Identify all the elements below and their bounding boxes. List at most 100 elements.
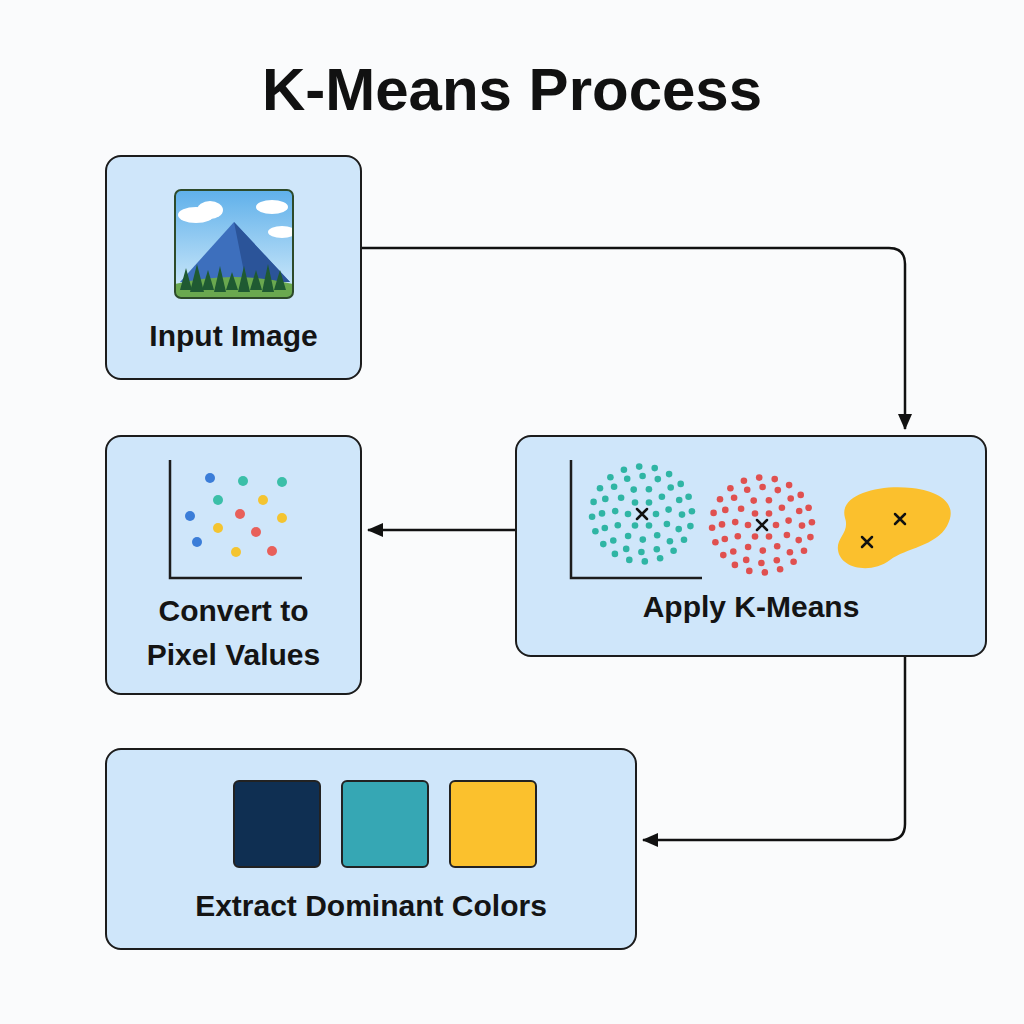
dot — [592, 528, 599, 535]
dot — [646, 486, 653, 493]
cluster — [709, 474, 815, 575]
dot — [670, 548, 677, 555]
dot — [192, 537, 202, 547]
centroids — [637, 509, 905, 547]
dot — [760, 547, 767, 554]
dot — [235, 509, 245, 519]
dot — [779, 504, 786, 511]
dot — [746, 568, 753, 575]
cloud — [178, 207, 214, 223]
dot — [612, 551, 619, 558]
dot — [730, 548, 737, 555]
dot — [615, 522, 622, 529]
flow-arrow — [643, 657, 905, 840]
dot — [667, 484, 674, 491]
dot — [213, 523, 223, 533]
dot — [205, 473, 215, 483]
dot — [666, 471, 673, 478]
dot — [258, 495, 268, 505]
process-box: Convert to Pixel Values — [105, 435, 362, 695]
dot — [786, 482, 793, 489]
dot — [766, 510, 773, 517]
dot — [809, 519, 816, 526]
dot — [602, 496, 609, 503]
dot — [632, 499, 639, 506]
dot — [796, 508, 803, 515]
dot — [589, 513, 596, 520]
image-frame — [175, 190, 293, 298]
dot — [720, 552, 727, 559]
dot — [727, 485, 734, 492]
dot — [654, 532, 661, 539]
dot — [277, 477, 287, 487]
dot — [640, 536, 647, 543]
dot — [632, 522, 639, 529]
dot — [766, 497, 773, 504]
dot — [675, 526, 682, 533]
dot — [599, 510, 606, 517]
dot — [664, 521, 671, 528]
dot — [625, 511, 632, 518]
dot — [756, 474, 763, 481]
dot — [624, 475, 631, 482]
dot — [774, 557, 781, 564]
dot — [665, 506, 672, 513]
dot — [639, 473, 646, 480]
dot — [238, 476, 248, 486]
cloud — [197, 201, 223, 219]
dot — [277, 513, 287, 523]
dot — [676, 497, 683, 504]
cluster — [589, 463, 695, 564]
dot — [685, 494, 692, 501]
dot — [618, 495, 625, 502]
box-label: Apply K-Means — [643, 585, 860, 629]
centroid-mark — [895, 514, 905, 524]
dot — [712, 539, 719, 546]
mountain-shade — [234, 222, 290, 282]
dot — [801, 547, 808, 554]
dot — [741, 477, 748, 484]
dot — [799, 522, 806, 529]
flow-arrow — [362, 248, 905, 429]
dot — [773, 522, 780, 529]
pixel-dots — [185, 473, 287, 557]
sky — [175, 190, 293, 298]
dot — [785, 517, 792, 524]
dot — [710, 510, 717, 517]
dot — [651, 465, 658, 472]
dot — [677, 481, 684, 488]
dot — [777, 566, 784, 573]
dot — [267, 546, 277, 556]
dot — [623, 546, 630, 553]
dot — [722, 507, 729, 514]
dot — [774, 543, 781, 550]
dot — [653, 511, 660, 518]
dot — [797, 492, 804, 499]
dot — [735, 533, 742, 540]
process-box: Extract Dominant Colors — [105, 748, 637, 950]
dot — [805, 505, 812, 512]
centroid-mark — [862, 537, 872, 547]
dot — [719, 521, 726, 528]
cloud — [256, 200, 288, 214]
dot — [766, 533, 773, 540]
dot — [738, 506, 745, 513]
dot — [745, 522, 752, 529]
dot — [732, 562, 739, 569]
dot — [612, 508, 619, 515]
dot — [775, 487, 782, 494]
dot — [795, 537, 802, 544]
color-swatch — [234, 781, 320, 867]
plot-axes — [571, 460, 702, 578]
dot — [752, 533, 759, 540]
dot — [597, 485, 604, 492]
box-label: Extract Dominant Colors — [195, 884, 547, 928]
cloud — [268, 226, 293, 238]
dot — [790, 559, 797, 566]
plot-axes — [170, 460, 302, 578]
dot — [759, 484, 766, 491]
dot — [679, 511, 686, 518]
